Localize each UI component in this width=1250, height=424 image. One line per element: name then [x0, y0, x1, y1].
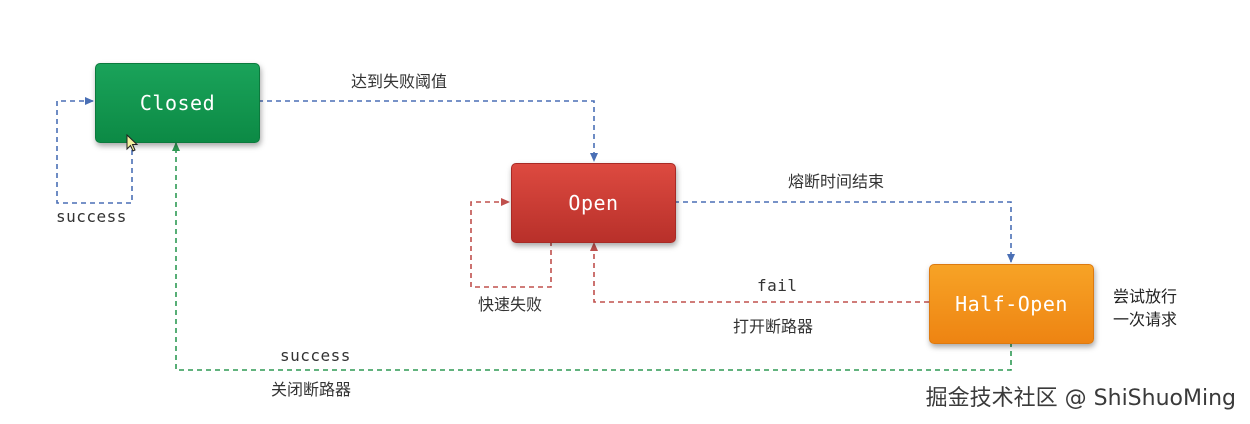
watermark: 掘金技术社区 @ ShiShuoMing — [925, 386, 1236, 411]
arrow-open-to-half-open — [674, 201, 1015, 263]
half-open-note: 尝试放行 一次请求 — [1113, 285, 1177, 331]
label-open-fail-fast: 快速失败 — [478, 295, 543, 314]
state-open: Open — [511, 163, 676, 243]
half-open-note-line2: 一次请求 — [1113, 310, 1178, 329]
label-closed-to-open: 达到失败阈值 — [351, 72, 448, 91]
label-half-fail-action: 打开断路器 — [733, 317, 814, 336]
state-closed: Closed — [95, 63, 260, 143]
mouse-cursor-icon — [126, 134, 139, 152]
arrow-open-self-loop — [470, 198, 552, 288]
half-open-note-line1: 尝试放行 — [1113, 287, 1178, 306]
label-closed-success: success — [56, 207, 127, 226]
label-half-fail: fail — [757, 276, 798, 295]
arrow-half-open-to-open — [590, 242, 929, 303]
label-open-timeout: 熔断时间结束 — [788, 172, 885, 191]
arrow-half-open-to-closed — [172, 142, 1012, 371]
label-half-success-action: 关闭断路器 — [271, 380, 352, 399]
label-half-success: success — [280, 346, 351, 365]
state-half-open: Half-Open — [929, 264, 1094, 344]
arrow-closed-self-loop — [56, 97, 133, 204]
arrow-closed-to-open — [258, 100, 598, 162]
